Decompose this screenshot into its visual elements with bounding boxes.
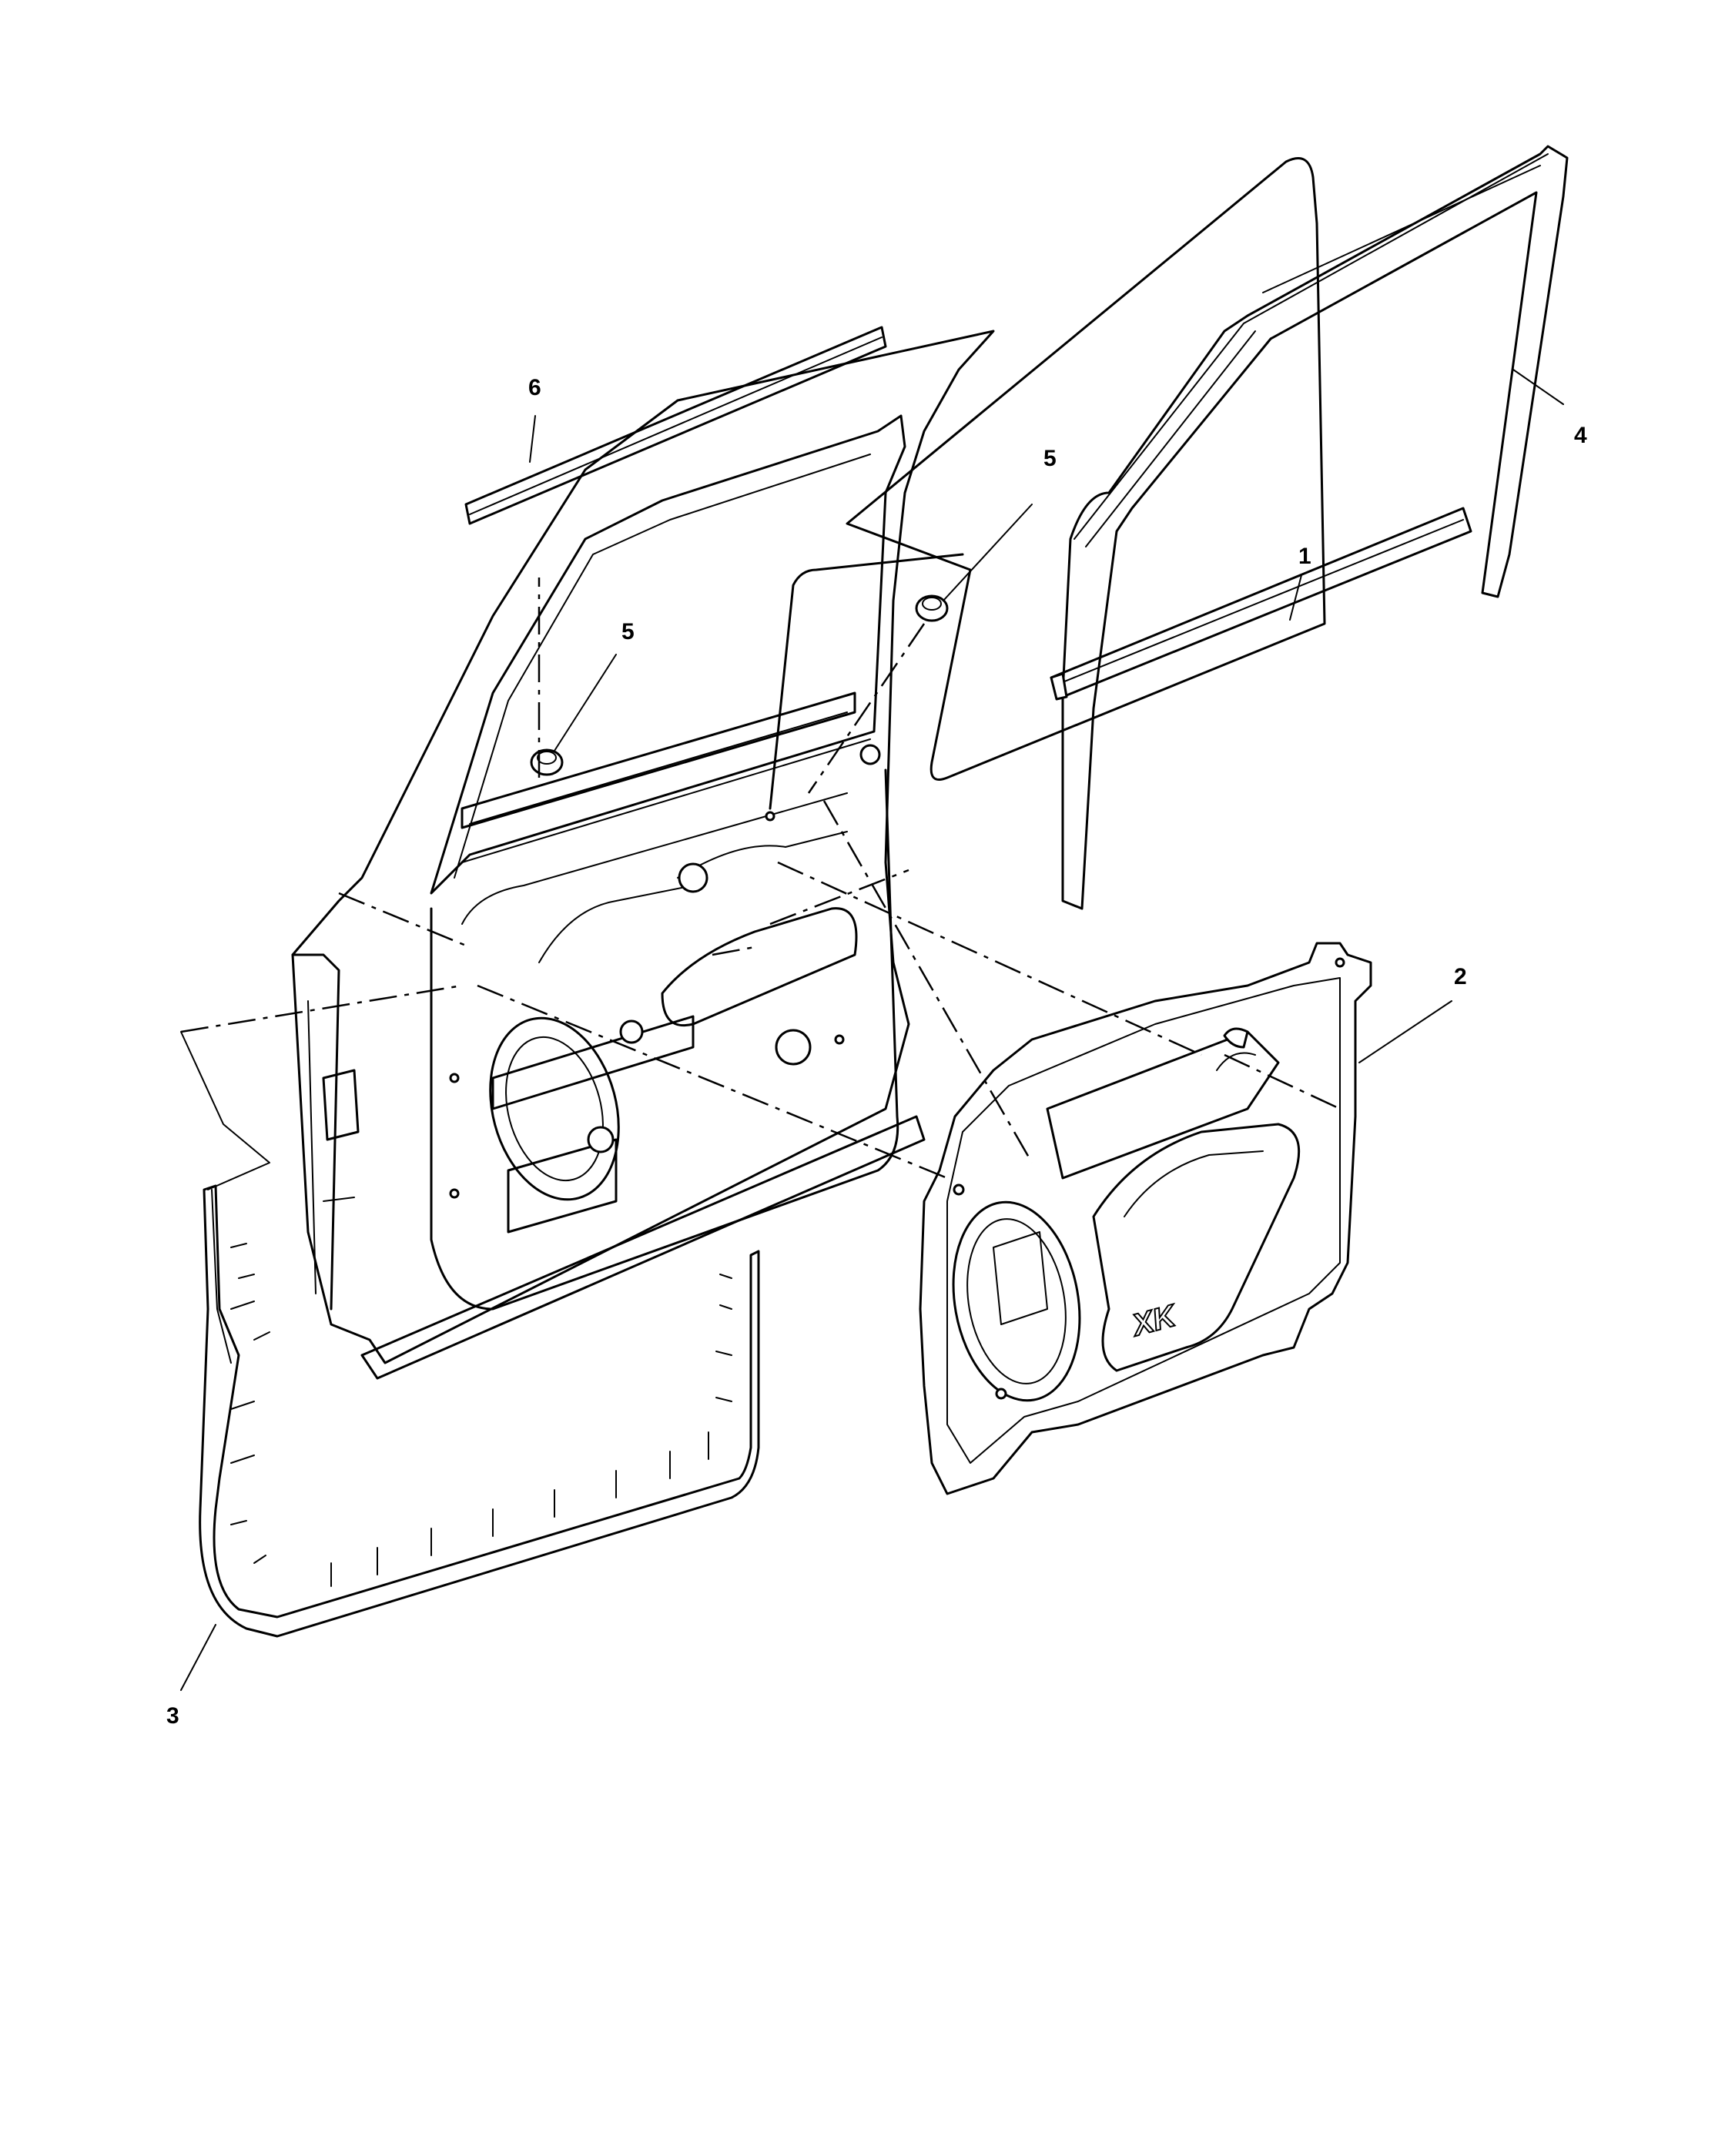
panel-emboss: XK <box>1127 1298 1181 1343</box>
plug-lower-graphic <box>530 748 564 776</box>
door-seal <box>199 1184 760 1638</box>
door-glass <box>769 157 1326 810</box>
outer-belt-weatherstrip <box>464 326 887 525</box>
callout-labels: 1 2 3 4 5 5 6 <box>166 375 1587 1729</box>
door-shell <box>291 330 995 1380</box>
plug-upper-graphic <box>915 594 949 622</box>
callout-4: 4 <box>1574 423 1587 448</box>
callout-1: 1 <box>1298 544 1311 569</box>
assembly-lines <box>180 578 1341 1190</box>
water-shield: XK <box>919 942 1372 1495</box>
callout-5-lower: 5 <box>621 619 635 644</box>
callout-3: 3 <box>166 1703 179 1729</box>
glass-run-channel <box>1061 145 1569 910</box>
leader-lines <box>180 369 1564 1691</box>
belt-weatherstrip <box>1050 507 1472 701</box>
callout-6: 6 <box>528 375 541 400</box>
callout-2: 2 <box>1454 964 1467 989</box>
callout-5-upper: 5 <box>1043 446 1057 471</box>
